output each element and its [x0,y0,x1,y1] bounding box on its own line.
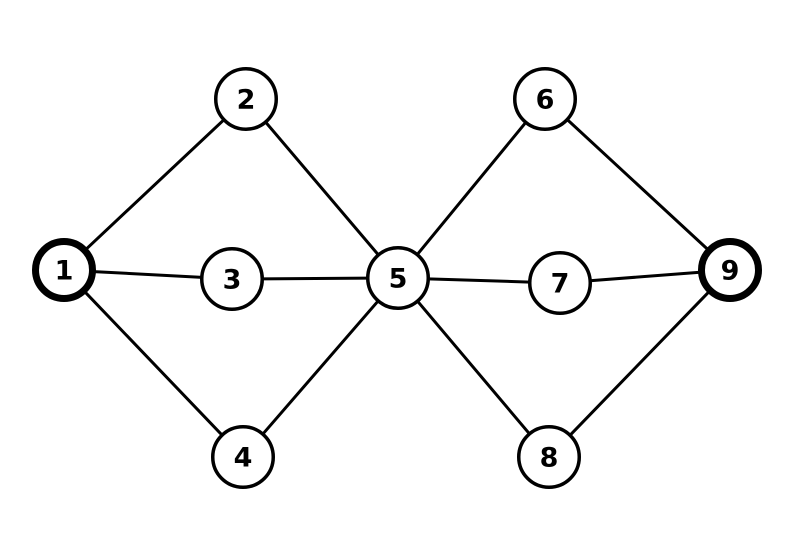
node-circle-3[interactable] [200,247,264,311]
node-circle-1-highlighted[interactable] [32,238,96,302]
node-circle-9-highlighted[interactable] [698,238,762,302]
graph-edge-7-9 [588,270,702,283]
graph-node-8[interactable]: 8 [517,425,581,489]
node-circle-5[interactable] [366,246,430,310]
graph-node-4[interactable]: 4 [211,425,275,489]
node-label-1: 1 [55,256,74,287]
node-circle-2[interactable] [214,67,278,131]
node-circle-4[interactable] [211,425,275,489]
node-circle-6[interactable] [513,67,577,131]
graph-edge-3-5 [260,276,370,281]
node-label-7: 7 [551,269,570,300]
node-circle-8[interactable] [517,425,581,489]
graph-edge-5-8 [415,299,532,436]
graph-node-1[interactable]: 1 [32,238,96,302]
node-label-2: 2 [237,85,256,116]
graph-node-3[interactable]: 3 [200,247,264,311]
node-label-3: 3 [223,265,242,296]
nodes-layer: 1 2 3 4 5 6 7 8 9 [32,67,762,489]
graph-edge-8-9 [568,290,711,437]
graph-edge-2-5 [263,120,381,257]
graph-node-9[interactable]: 9 [698,238,762,302]
graph-edge-1-3 [92,270,204,279]
graph-edge-6-9 [565,117,710,252]
graph-edge-5-7 [426,277,532,284]
graph-edge-1-2 [84,118,226,251]
graph-edge-1-4 [83,290,224,437]
node-circle-7[interactable] [528,251,592,315]
graph-node-2[interactable]: 2 [214,67,278,131]
node-label-6: 6 [536,85,555,116]
edges-layer [83,117,711,437]
graph-node-6[interactable]: 6 [513,67,577,131]
node-label-5: 5 [389,264,408,295]
graph-node-7[interactable]: 7 [528,251,592,315]
node-label-9: 9 [721,256,740,287]
graph-edge-4-5 [261,299,380,436]
graph-edge-5-6 [415,120,528,257]
graph-node-5[interactable]: 5 [366,246,430,310]
node-label-4: 4 [234,443,253,474]
node-label-8: 8 [540,443,559,474]
